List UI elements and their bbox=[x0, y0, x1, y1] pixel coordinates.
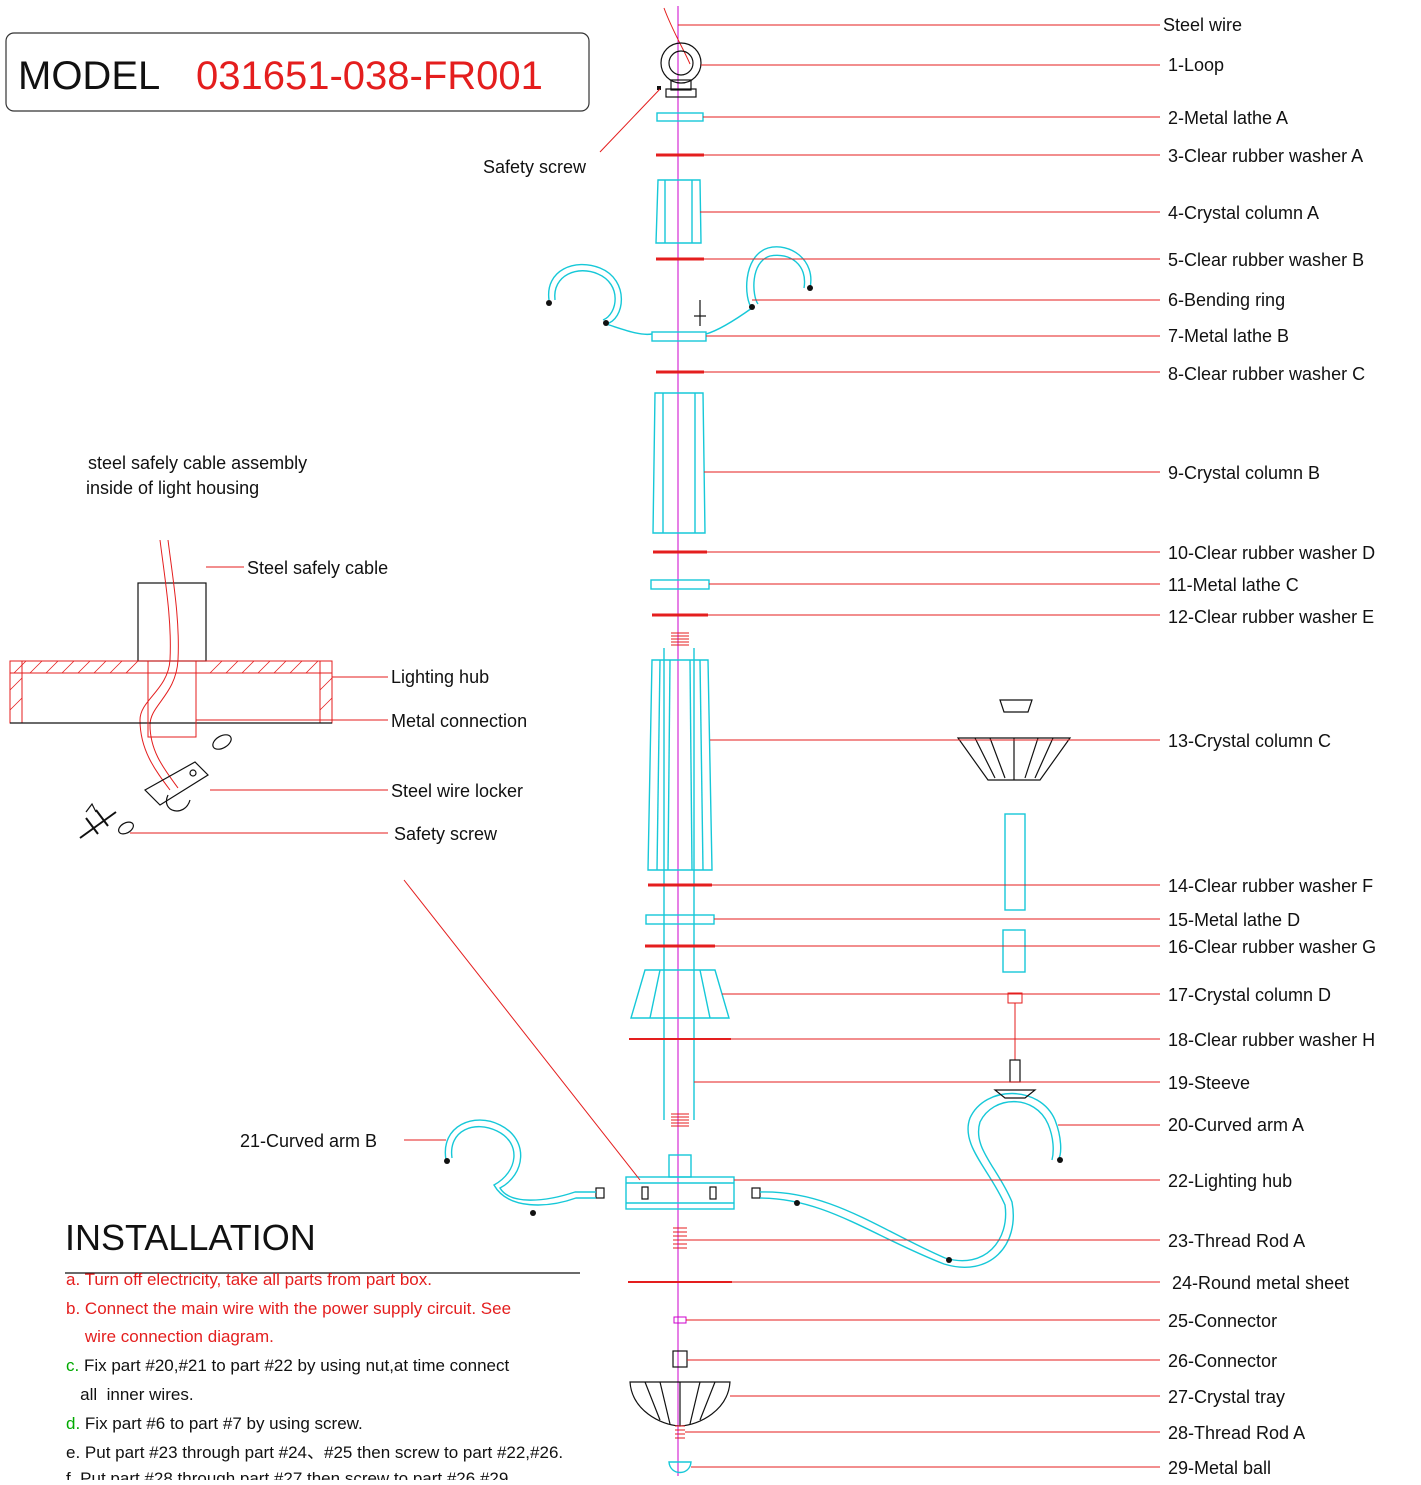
part-label: 27-Crystal tray bbox=[1168, 1387, 1285, 1407]
upper-arms bbox=[546, 246, 813, 342]
model-prefix: MODEL bbox=[18, 54, 160, 98]
part-labels: Steel wire 1-Loop 2-Metal lathe A 3-Clea… bbox=[240, 15, 1376, 1478]
part-label: 12-Clear rubber washer E bbox=[1168, 607, 1374, 627]
part-label: 18-Clear rubber washer H bbox=[1168, 1030, 1375, 1050]
detail-label: Metal connection bbox=[391, 711, 527, 731]
part-label: 1-Loop bbox=[1168, 55, 1224, 75]
connector-25 bbox=[673, 1316, 687, 1324]
step-e: e. Put part #23 through part #24、#25 the… bbox=[66, 1443, 563, 1462]
part-label: 17-Crystal column D bbox=[1168, 985, 1331, 1005]
curved-arm-a bbox=[759, 1092, 1063, 1268]
part-label: 10-Clear rubber washer D bbox=[1168, 543, 1375, 563]
safety-screw-top-label: Safety screw bbox=[483, 157, 587, 177]
part-label: 19-Steeve bbox=[1168, 1073, 1250, 1093]
part-label: 5-Clear rubber washer B bbox=[1168, 250, 1364, 270]
part-label: 15-Metal lathe D bbox=[1168, 910, 1300, 930]
detail-label: Safety screw bbox=[394, 824, 498, 844]
metal-ball bbox=[668, 1461, 692, 1474]
metal-lathe-a bbox=[656, 112, 704, 122]
part-label: 3-Clear rubber washer A bbox=[1168, 146, 1363, 166]
part-label: 24-Round metal sheet bbox=[1172, 1273, 1349, 1293]
detail-caption-2: inside of light housing bbox=[86, 478, 259, 498]
installation-title: INSTALLATION bbox=[65, 1217, 316, 1258]
curved-arm-b bbox=[444, 1119, 596, 1216]
step-f: f. Put part #28 through part #27 then sc… bbox=[66, 1469, 513, 1480]
loop-part bbox=[657, 42, 702, 98]
part-label: 20-Curved arm A bbox=[1168, 1115, 1304, 1135]
part-label: 2-Metal lathe A bbox=[1168, 108, 1288, 128]
metal-lathe-c bbox=[650, 579, 710, 590]
part-label: 22-Lighting hub bbox=[1168, 1171, 1292, 1191]
thread-upper bbox=[671, 632, 689, 646]
safety-screw-leader bbox=[599, 88, 661, 153]
crystal-column-a bbox=[655, 179, 702, 244]
step-a: a. Turn off electricity, take all parts … bbox=[66, 1270, 432, 1289]
part-label: 11-Metal lathe C bbox=[1168, 575, 1299, 595]
model-number: 031651-038-FR001 bbox=[196, 54, 543, 98]
leader-lines bbox=[403, 24, 1160, 1468]
step-b: b. Connect the main wire with the power … bbox=[66, 1299, 511, 1318]
steel-wire-top bbox=[663, 7, 691, 65]
curved-arm-b-label: 21-Curved arm B bbox=[240, 1131, 377, 1151]
crystal-column-d bbox=[630, 969, 730, 1019]
connector-26 bbox=[672, 1350, 688, 1368]
part-label: 29-Metal ball bbox=[1168, 1458, 1271, 1478]
step-c: c. Fix part #20,#21 to part #22 by using… bbox=[66, 1356, 509, 1375]
metal-lathe-d bbox=[645, 914, 715, 925]
detail-label: Steel wire locker bbox=[391, 781, 523, 801]
part-label: 14-Clear rubber washer F bbox=[1168, 876, 1373, 896]
installation-section: INSTALLATION a. Turn off electricity, ta… bbox=[65, 1217, 580, 1485]
part-label: 26-Connector bbox=[1168, 1351, 1277, 1371]
lighting-hub-part bbox=[595, 1154, 761, 1210]
part-label: 9-Crystal column B bbox=[1168, 463, 1320, 483]
crystal-column-c bbox=[647, 659, 713, 871]
detail-drawing: steel safely cable assembly inside of li… bbox=[9, 453, 527, 844]
thread-lower bbox=[671, 1113, 689, 1127]
part-label: Steel wire bbox=[1163, 15, 1242, 35]
crystal-column-b bbox=[652, 392, 706, 534]
thread-rod-a-28 bbox=[675, 1425, 685, 1439]
part-label: 8-Clear rubber washer C bbox=[1168, 364, 1365, 384]
step-d: d. Fix part #6 to part #7 by using screw… bbox=[66, 1414, 363, 1433]
part-label: 4-Crystal column A bbox=[1168, 203, 1319, 223]
detail-label: Lighting hub bbox=[391, 667, 489, 687]
step-c-cont: all inner wires. bbox=[66, 1385, 194, 1404]
part-label: 6-Bending ring bbox=[1168, 290, 1285, 310]
part-label: 25-Connector bbox=[1168, 1311, 1277, 1331]
part-label: 28-Thread Rod A bbox=[1168, 1423, 1305, 1443]
step-b-cont: wire connection diagram. bbox=[66, 1327, 274, 1346]
part-label: 23-Thread Rod A bbox=[1168, 1231, 1305, 1251]
detail-caption-1: steel safely cable assembly bbox=[88, 453, 307, 473]
thread-rod-a-23 bbox=[673, 1227, 687, 1249]
part-label: 16-Clear rubber washer G bbox=[1168, 937, 1376, 957]
model-box: MODEL 031651-038-FR001 bbox=[5, 32, 590, 112]
part-label: 13-Crystal column C bbox=[1168, 731, 1331, 751]
candle-assembly bbox=[956, 699, 1072, 1099]
part-label: 7-Metal lathe B bbox=[1168, 326, 1289, 346]
detail-label: Steel safely cable bbox=[247, 558, 388, 578]
